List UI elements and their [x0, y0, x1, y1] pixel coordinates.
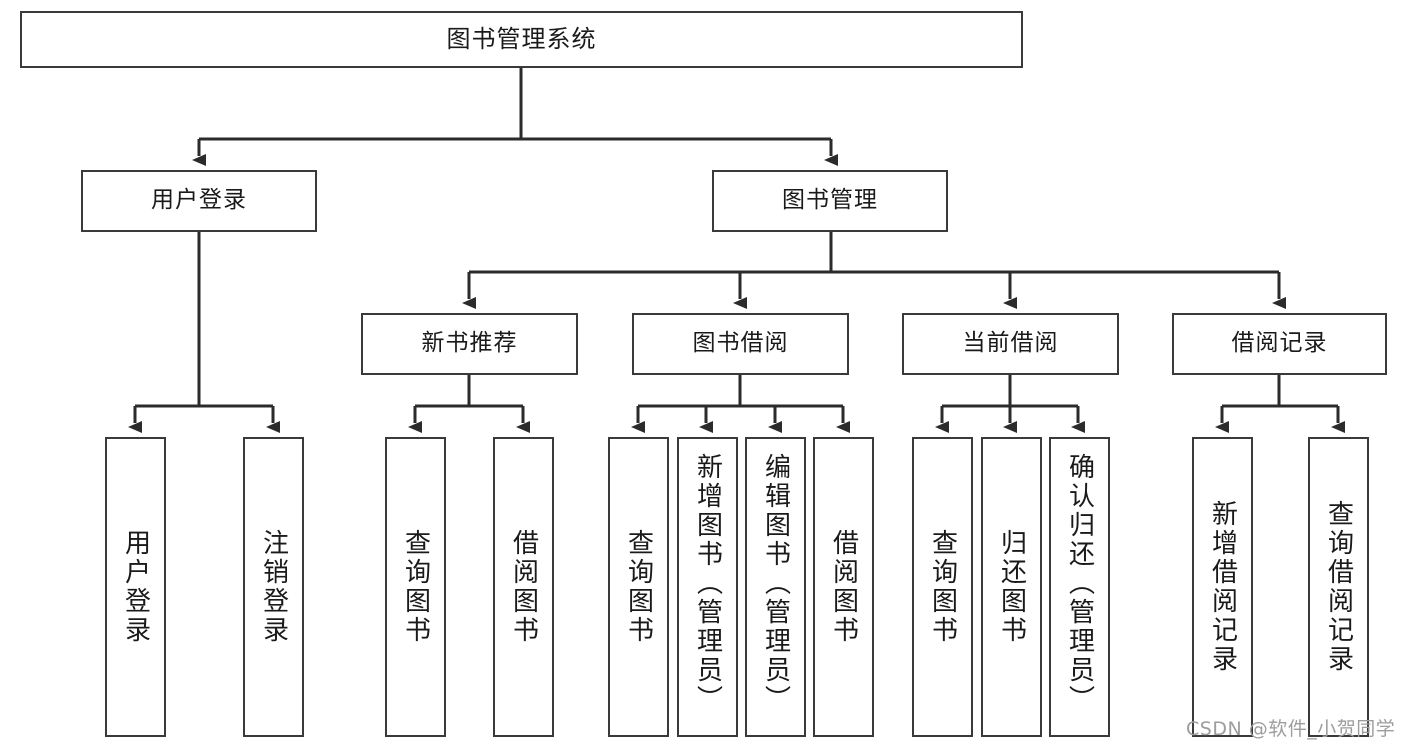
node-label: 新增借阅记录 — [1207, 500, 1238, 674]
leaf-current-confirm-return-admin[interactable]: 确认归还（管理员） — [1049, 437, 1110, 737]
node-current-borrow[interactable]: 当前借阅 — [902, 313, 1119, 375]
leaf-user-login-login[interactable]: 用户登录 — [105, 437, 166, 737]
node-label: 图书管理 — [782, 187, 878, 214]
leaf-current-query-book[interactable]: 查询图书 — [912, 437, 973, 737]
leaf-borrow-query-book[interactable]: 查询图书 — [608, 437, 669, 737]
node-label: 借阅记录 — [1231, 330, 1328, 357]
node-label: 查询借阅记录 — [1323, 500, 1354, 674]
node-label: 查询图书 — [400, 529, 431, 645]
leaf-record-add-record[interactable]: 新增借阅记录 — [1192, 437, 1253, 737]
node-label: 用户登录 — [120, 529, 151, 645]
node-new-book-recommend[interactable]: 新书推荐 — [361, 313, 578, 375]
watermark-text: CSDN @软件_小贺同学 — [1186, 718, 1396, 740]
node-label: 新增图书（管理员） — [692, 453, 723, 714]
node-label: 注销登录 — [258, 529, 289, 645]
node-label: 用户登录 — [151, 187, 247, 214]
node-book-management[interactable]: 图书管理 — [712, 170, 948, 232]
node-user-login[interactable]: 用户登录 — [81, 170, 317, 232]
leaf-recommend-query-book[interactable]: 查询图书 — [385, 437, 446, 737]
leaf-borrow-add-book-admin[interactable]: 新增图书（管理员） — [677, 437, 738, 737]
leaf-borrow-edit-book-admin[interactable]: 编辑图书（管理员） — [745, 437, 806, 737]
node-book-borrow[interactable]: 图书借阅 — [632, 313, 849, 375]
leaf-recommend-borrow-book[interactable]: 借阅图书 — [493, 437, 554, 737]
node-label: 编辑图书（管理员） — [760, 453, 791, 714]
node-label: 图书借阅 — [692, 330, 789, 357]
node-label: 查询图书 — [927, 529, 958, 645]
node-borrow-record[interactable]: 借阅记录 — [1172, 313, 1387, 375]
node-root-book-management-system[interactable]: 图书管理系统 — [20, 11, 1023, 68]
node-label: 查询图书 — [623, 529, 654, 645]
node-label: 当前借阅 — [962, 330, 1059, 357]
node-label: 确认归还（管理员） — [1064, 453, 1095, 714]
leaf-current-return-book[interactable]: 归还图书 — [981, 437, 1042, 737]
node-label: 借阅图书 — [828, 529, 859, 645]
leaf-user-login-logout[interactable]: 注销登录 — [243, 437, 304, 737]
node-label: 借阅图书 — [508, 529, 539, 645]
node-label: 图书管理系统 — [446, 25, 597, 54]
leaf-borrow-borrow-book[interactable]: 借阅图书 — [813, 437, 874, 737]
leaf-record-query-record[interactable]: 查询借阅记录 — [1308, 437, 1369, 737]
node-label: 新书推荐 — [421, 330, 518, 357]
node-label: 归还图书 — [996, 529, 1027, 645]
